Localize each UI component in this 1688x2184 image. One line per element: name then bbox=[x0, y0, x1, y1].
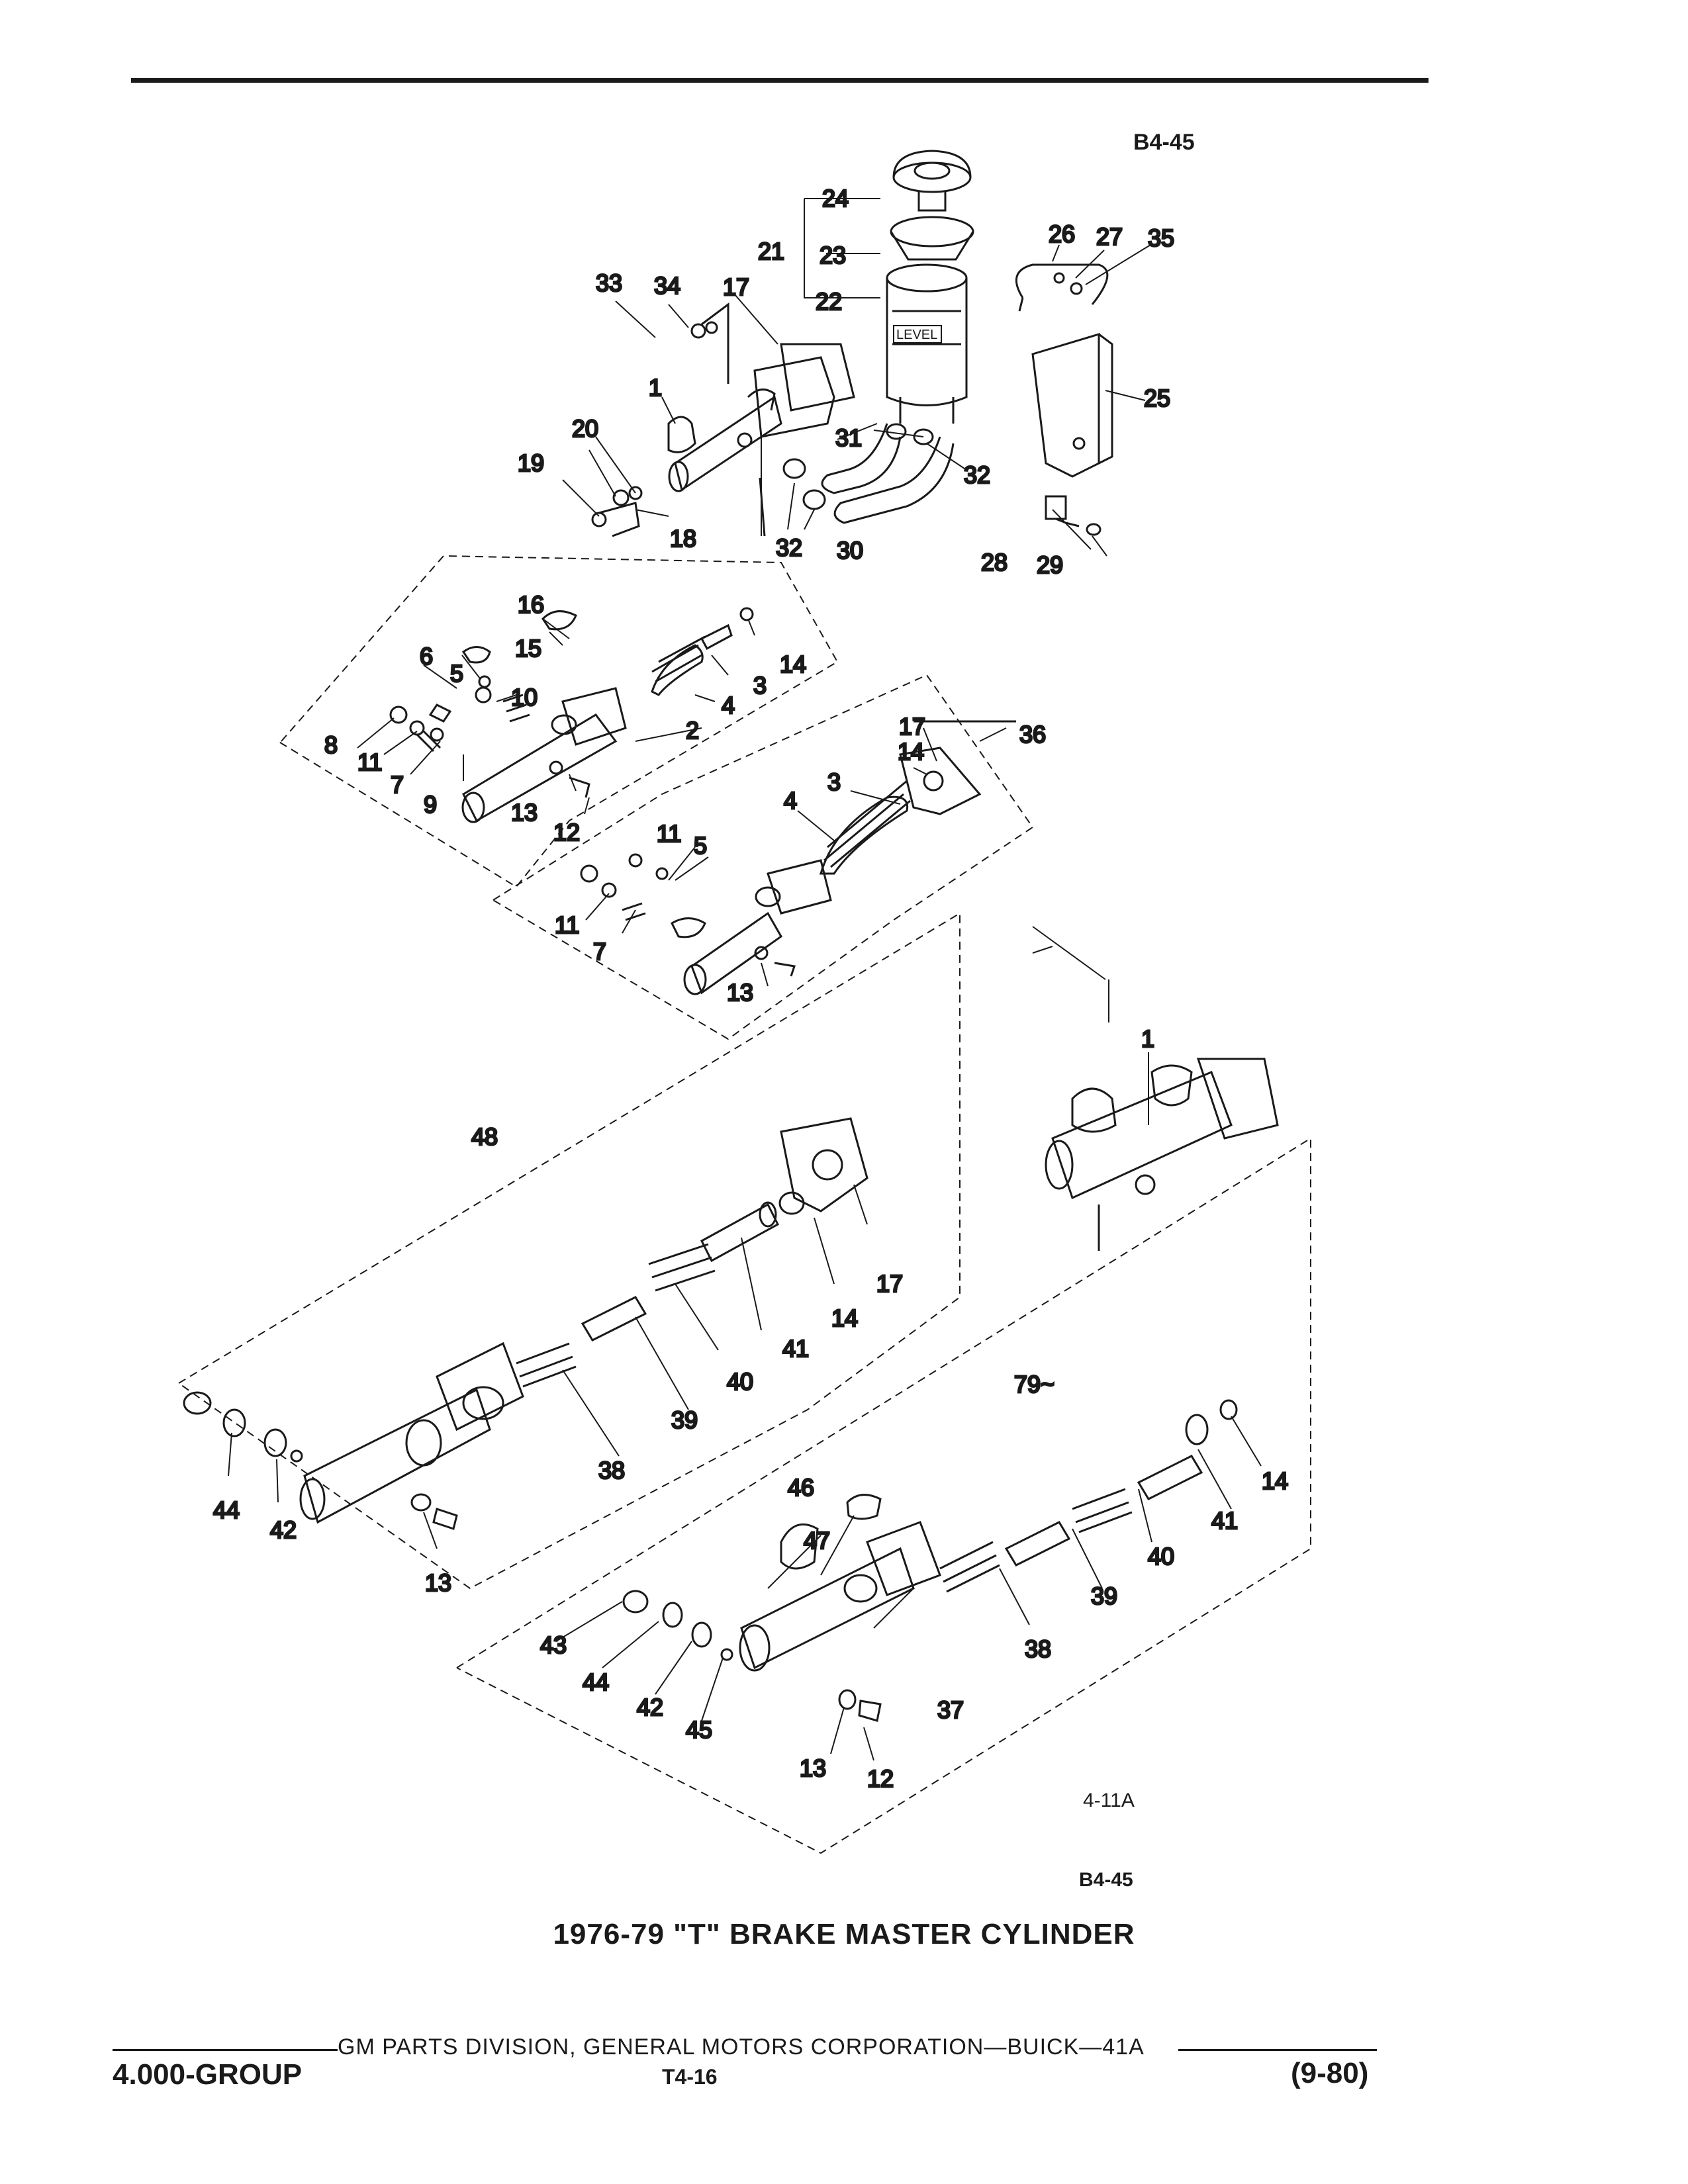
reservoir-bracket bbox=[1015, 263, 1113, 536]
top-cylinder bbox=[591, 302, 855, 537]
master-cylinder-exploded-48 bbox=[178, 912, 961, 1590]
callout-40a: 40 bbox=[727, 1368, 753, 1395]
callout-18: 18 bbox=[670, 525, 696, 552]
callout-45: 45 bbox=[686, 1716, 712, 1743]
callout-32a: 32 bbox=[964, 461, 990, 488]
callout-36: 36 bbox=[1019, 721, 1046, 748]
callout-32b: 32 bbox=[776, 534, 802, 561]
callout-41b: 41 bbox=[1211, 1507, 1238, 1534]
callout-39a: 39 bbox=[671, 1406, 698, 1433]
reservoir-assembly bbox=[886, 150, 974, 424]
master-cylinder-exploded-b bbox=[492, 674, 1034, 1040]
callout-46: 46 bbox=[788, 1474, 814, 1501]
callout-13b: 13 bbox=[727, 979, 753, 1006]
footer-page-number: T4-16 bbox=[662, 2065, 718, 2089]
callout-5a: 5 bbox=[450, 660, 463, 687]
figure-id: 4-11A bbox=[1083, 1790, 1135, 1811]
callout-8: 8 bbox=[324, 731, 338, 758]
callout-16: 16 bbox=[518, 591, 544, 618]
callout-33: 33 bbox=[596, 269, 622, 296]
level-mark: LEVEL bbox=[896, 328, 937, 342]
footer-group: 4.000-GROUP bbox=[113, 2058, 303, 2091]
master-cylinder-exploded-a bbox=[277, 555, 839, 888]
callout-4b: 4 bbox=[784, 787, 797, 814]
reservoir-hoses bbox=[782, 423, 955, 524]
callout-7a: 7 bbox=[391, 771, 404, 798]
callout-17b: 17 bbox=[899, 713, 925, 740]
callout-12a: 12 bbox=[553, 819, 580, 846]
callout-3a: 3 bbox=[753, 672, 767, 699]
callout-43: 43 bbox=[540, 1631, 567, 1659]
callout-2: 2 bbox=[686, 717, 699, 744]
callout-14a: 14 bbox=[780, 651, 806, 678]
callout-25: 25 bbox=[1144, 385, 1170, 412]
callout-19: 19 bbox=[518, 449, 544, 477]
callout-14b: 14 bbox=[898, 738, 924, 765]
callout-24: 24 bbox=[822, 185, 849, 212]
callout-1a: 1 bbox=[649, 374, 662, 401]
callout-14c: 14 bbox=[831, 1304, 858, 1332]
callout-5b: 5 bbox=[694, 832, 707, 859]
callout-17a: 17 bbox=[723, 273, 749, 300]
callout-6: 6 bbox=[420, 643, 433, 670]
callout-37: 37 bbox=[937, 1696, 964, 1723]
callout-12b: 12 bbox=[867, 1765, 894, 1792]
callout-11c: 11 bbox=[555, 911, 579, 938]
callout-9: 9 bbox=[424, 791, 437, 818]
callout-22: 22 bbox=[816, 288, 842, 315]
callout-labels: 24 21 23 22 26 27 35 33 34 17 25 1 20 31… bbox=[212, 184, 1289, 1794]
footer-date: (9-80) bbox=[1291, 2057, 1369, 2089]
callout-40b: 40 bbox=[1148, 1543, 1174, 1570]
callout-21: 21 bbox=[758, 238, 784, 265]
callout-29: 29 bbox=[1037, 551, 1063, 578]
footer-rule-left bbox=[113, 2049, 338, 2051]
callout-38b: 38 bbox=[1025, 1635, 1051, 1662]
callout-11b: 11 bbox=[657, 820, 681, 847]
callout-17c: 17 bbox=[876, 1270, 903, 1297]
callout-35: 35 bbox=[1148, 224, 1174, 251]
callout-79-note: 79~ bbox=[1014, 1371, 1055, 1398]
callout-42a: 42 bbox=[270, 1516, 297, 1543]
callout-39b: 39 bbox=[1091, 1582, 1117, 1610]
callout-44a: 44 bbox=[213, 1496, 240, 1524]
callout-14d: 14 bbox=[1262, 1467, 1288, 1494]
diagram-code-bottom: B4-45 bbox=[1079, 1869, 1133, 1891]
callout-4a: 4 bbox=[722, 692, 735, 719]
callout-15: 15 bbox=[515, 635, 541, 662]
callout-41a: 41 bbox=[782, 1335, 809, 1362]
callout-30: 30 bbox=[837, 537, 863, 564]
callout-47: 47 bbox=[804, 1527, 830, 1554]
callout-3b: 3 bbox=[827, 768, 841, 796]
callout-11a: 11 bbox=[357, 749, 382, 776]
callout-42b: 42 bbox=[637, 1694, 663, 1721]
diagram-code: B4-45 bbox=[1133, 130, 1195, 155]
callout-13c: 13 bbox=[425, 1569, 451, 1596]
callout-27: 27 bbox=[1096, 223, 1123, 250]
master-cylinder-exploded-79 bbox=[456, 1058, 1311, 1854]
header-rule bbox=[131, 78, 1429, 83]
callout-31: 31 bbox=[835, 424, 862, 451]
callout-48: 48 bbox=[471, 1123, 498, 1150]
callout-44b: 44 bbox=[583, 1668, 609, 1696]
callout-10: 10 bbox=[511, 684, 538, 711]
callout-23: 23 bbox=[820, 242, 846, 269]
callout-38a: 38 bbox=[598, 1457, 625, 1484]
callout-1b: 1 bbox=[1141, 1025, 1154, 1052]
callout-20: 20 bbox=[572, 415, 598, 442]
page-title: 1976-79 "T" BRAKE MASTER CYLINDER bbox=[553, 1918, 1135, 1950]
callout-13a: 13 bbox=[511, 799, 538, 826]
callout-13d: 13 bbox=[800, 1754, 826, 1782]
callout-7b: 7 bbox=[593, 938, 606, 965]
footer-rule-right bbox=[1178, 2049, 1377, 2051]
callout-26: 26 bbox=[1049, 220, 1075, 248]
footer-publisher: GM PARTS DIVISION, GENERAL MOTORS CORPOR… bbox=[338, 2034, 1145, 2060]
callout-34: 34 bbox=[654, 272, 680, 299]
leader-lines bbox=[228, 198, 1262, 1761]
callout-28: 28 bbox=[981, 549, 1008, 576]
